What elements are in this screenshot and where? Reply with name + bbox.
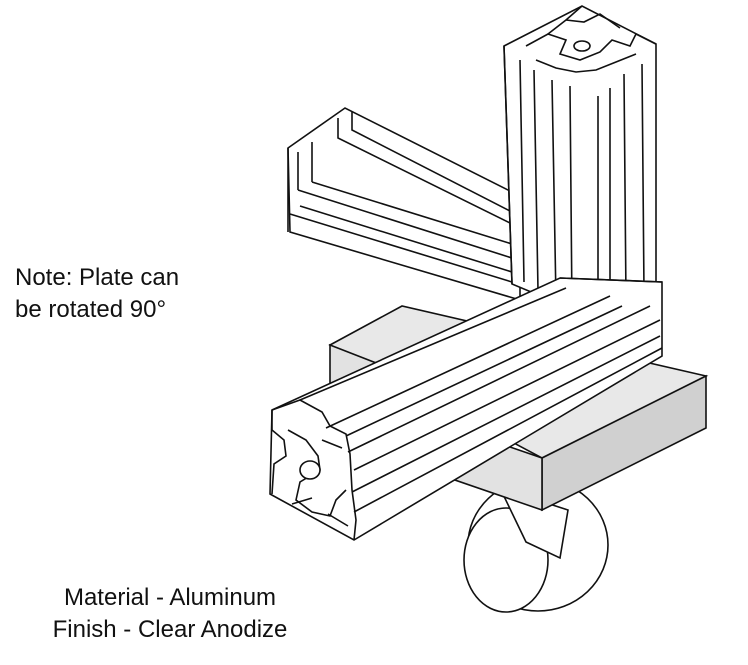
rotation-note: Note: Plate can be rotated 90° [15, 262, 245, 326]
front-horizontal-profile [269, 277, 663, 541]
rotation-note-line-2: be rotated 90° [15, 296, 167, 323]
finish-spec: Finish - Clear Anodize [52, 616, 288, 643]
back-horizontal-profile [287, 107, 521, 302]
material-spec: Material - Aluminum [63, 584, 277, 611]
vertical-profile-post [503, 5, 657, 321]
specifications: Material - Aluminum Finish - Clear Anodi… [0, 582, 340, 646]
rotation-note-line-1: Note: Plate can [15, 264, 180, 291]
